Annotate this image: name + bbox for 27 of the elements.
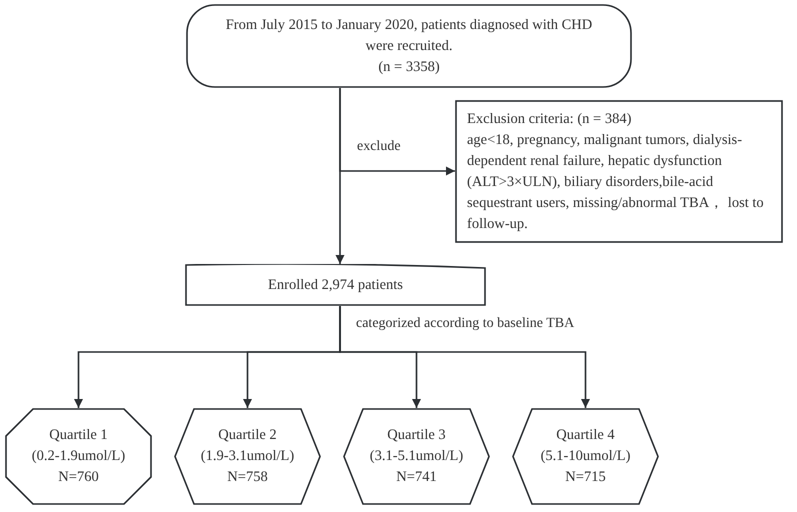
node-text: (3.1-5.1umol/L) [370,447,464,466]
node-text: age<18, pregnancy, malignant tumors, dialysis-dependent renal failure, hepatic dysfunction (ALT>3×ULN), biliary disorders,bile-acid sequestrant users, missing/abnormal TBA， lost to follow-up. [467,130,765,234]
hexagon-node [174,408,321,505]
node-text: Quartile 3 [387,426,446,445]
node-text: Quartile 1 [49,426,108,445]
arrow [339,306,590,408]
octagon-node [5,408,152,505]
box-heading: Exclusion criteria: (n = 384) [467,110,632,128]
node-text: N=715 [565,468,606,487]
node-text: (0.2-1.9umol/L) [32,447,126,466]
exclusion-box [455,100,783,243]
step-note: categorized according to baseline TBA [356,317,574,331]
node-text: Enrolled 2,974 patients [268,276,403,294]
node-text: (n = 3358) [378,58,440,76]
hexagon-node [512,408,659,505]
node-text: N=760 [58,468,99,487]
node-text: N=741 [396,468,437,487]
node-text: (1.9-3.1umol/L) [200,447,294,466]
node-text: Quartile 2 [218,426,277,445]
node-text: Quartile 4 [556,426,615,445]
node-text: N=758 [227,468,268,487]
hexagon-node [343,408,490,505]
arrow [339,88,455,176]
enrolled-box [185,264,486,306]
start-rounded-box [186,4,632,88]
node-text: From July 2015 to January 2020, patients diagnosed with CHD were recruited. [224,16,594,56]
node-text: (5.1-10umol/L) [540,447,630,466]
